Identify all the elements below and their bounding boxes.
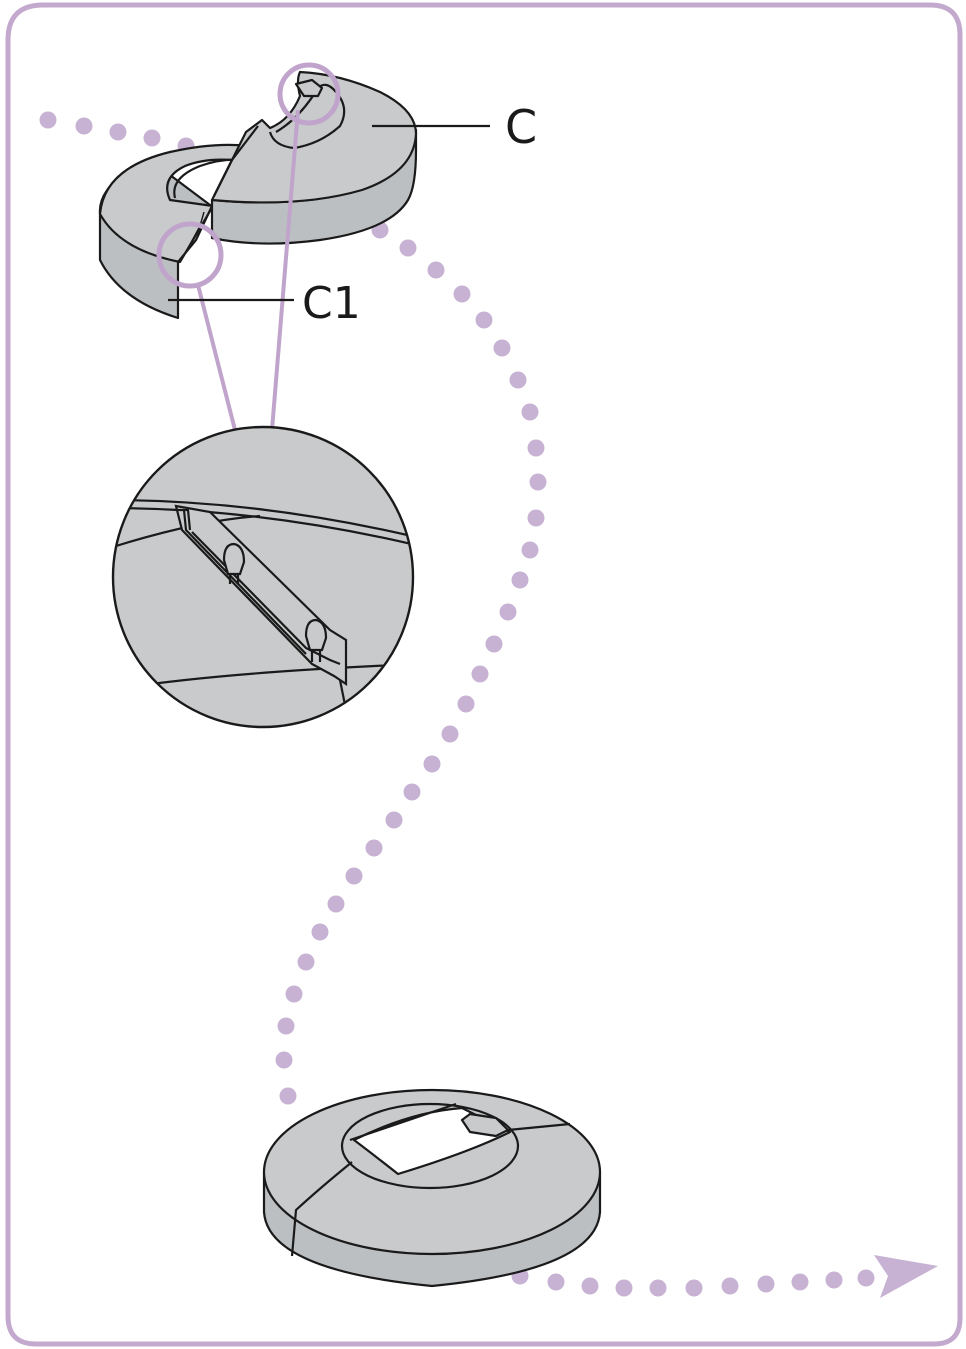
flow-dot (441, 725, 459, 743)
flow-dot (39, 111, 57, 129)
part-c-left-half-top (98, 143, 250, 264)
flow-dot (403, 783, 421, 801)
flow-dot (297, 953, 315, 971)
flow-dot (345, 867, 363, 885)
flow-dot (521, 541, 539, 559)
flow-dot (529, 473, 547, 491)
flow-dot (527, 439, 545, 457)
flow-dot (581, 1277, 599, 1295)
label-c: C (505, 100, 537, 154)
flow-dot (485, 635, 503, 653)
flow-dot (509, 371, 527, 389)
zoom-leader-left (196, 284, 237, 431)
part-c-split-ring (98, 70, 418, 320)
flow-dot (721, 1277, 739, 1295)
flow-dot (511, 571, 529, 589)
flow-dot (457, 695, 475, 713)
flow-dot (427, 261, 445, 279)
flow-dot (649, 1279, 667, 1297)
flow-dot (825, 1271, 843, 1289)
flow-dot (327, 895, 345, 913)
page-frame (5, 2, 963, 1347)
flow-dot (143, 129, 161, 147)
zoom-detail (111, 425, 415, 729)
flow-dot (757, 1275, 775, 1293)
flow-dot (311, 923, 329, 941)
flow-dot (75, 117, 93, 135)
flow-dot (857, 1269, 875, 1287)
flow-dot (493, 339, 511, 357)
flow-dot (615, 1279, 633, 1297)
flow-dot (399, 239, 417, 257)
flow-dot (275, 1051, 293, 1069)
flow-dot (791, 1273, 809, 1291)
flow-dot (685, 1279, 703, 1297)
flow-dot (521, 403, 539, 421)
label-c1: C1 (302, 278, 361, 329)
detail-circle-c1 (156, 221, 224, 289)
flow-dot (453, 285, 471, 303)
dotted-flow-path (39, 111, 875, 1297)
flow-dot (527, 509, 545, 527)
flow-dot (475, 311, 493, 329)
flow-dot (499, 603, 517, 621)
detail-circle-top (277, 62, 341, 126)
flow-dot (109, 123, 127, 141)
flow-dot (365, 839, 383, 857)
arrow-right-icon (874, 1255, 938, 1298)
zoom-leader-right (216, 264, 236, 430)
flow-dot (277, 1017, 295, 1035)
assembled-ring (262, 1088, 602, 1288)
flow-dot (385, 811, 403, 829)
flow-dot (547, 1273, 565, 1291)
flow-dot (471, 665, 489, 683)
part-c-clip (294, 78, 324, 98)
flow-dot (423, 755, 441, 773)
flow-dot (285, 985, 303, 1003)
zoom-leader-left-2 (270, 109, 300, 431)
flow-dot (279, 1087, 297, 1105)
